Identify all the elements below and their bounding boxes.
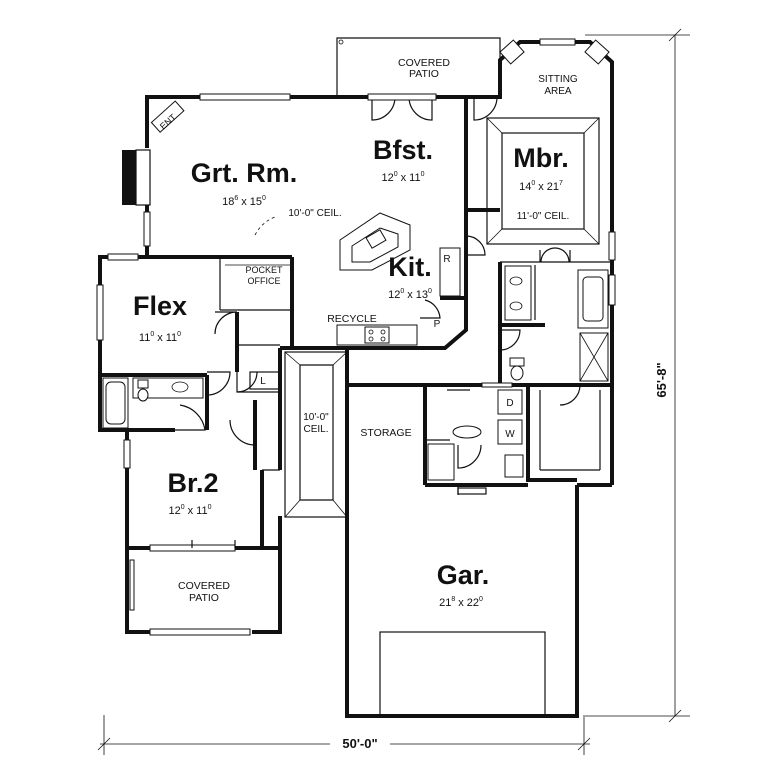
covered-patio-top-label: COVERED	[398, 57, 450, 69]
sitting-area-label: SITTING	[538, 74, 578, 85]
pocket-office-label: POCKET	[245, 265, 283, 275]
width-label-bg	[330, 732, 390, 754]
fireplace	[122, 150, 138, 205]
ceiling-details	[254, 117, 600, 518]
dryer-label: D	[506, 398, 513, 409]
width-dimension: 50'-0"	[342, 736, 377, 751]
kitchen-name: Kit.	[388, 252, 432, 282]
refrigerator-label: R	[443, 254, 450, 265]
breakfast-name: Bfst.	[373, 135, 433, 165]
pocket-office-label-2: OFFICE	[248, 276, 281, 286]
garage-door	[379, 631, 546, 717]
doors	[150, 93, 581, 548]
fixtures	[102, 212, 609, 481]
great-room-ceiling: 10'-0" CEIL.	[288, 208, 341, 219]
master-ceiling: 11'-0" CEIL.	[517, 211, 570, 222]
covered-patio-bottom-label: COVERED	[178, 580, 230, 592]
depth-dimension: 65'-8"	[654, 362, 669, 397]
pantry-label: P	[434, 319, 441, 330]
sitting-area-label-2: AREA	[544, 86, 572, 97]
bedroom2-name: Br.2	[167, 468, 218, 498]
linen-label: L	[260, 376, 266, 387]
covered-patio-bottom-label-2: PATIO	[189, 592, 219, 604]
depth-label-bg	[650, 345, 672, 415]
washer-label: W	[505, 429, 515, 440]
recycle-label: RECYCLE	[327, 313, 377, 325]
hall-ceiling-label-2: CEIL.	[303, 424, 328, 435]
storage-label: STORAGE	[360, 427, 411, 439]
great-room-name: Grt. Rm.	[191, 158, 298, 188]
garage-name: Gar.	[437, 560, 490, 590]
flex-name: Flex	[133, 291, 187, 321]
covered-patio-top-label-2: PATIO	[409, 68, 439, 80]
master-name: Mbr.	[513, 143, 569, 173]
hall-ceiling-label: 10'-0"	[303, 412, 329, 423]
